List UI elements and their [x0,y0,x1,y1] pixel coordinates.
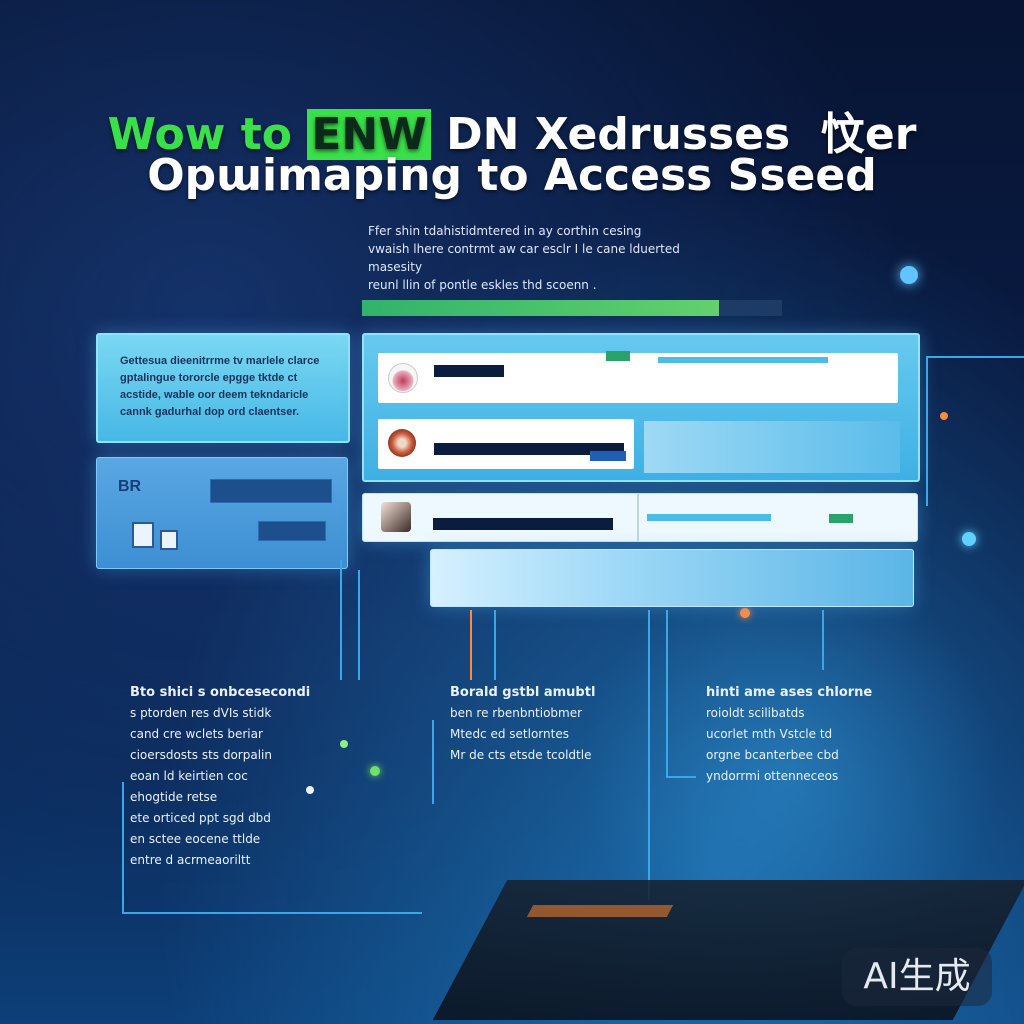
row-title-bar [434,443,624,455]
intro-line: vwaish lhere contrmt aw car esclr I le c… [368,242,680,274]
info-panel: Gettesua dieenitrrme tv marlele clarce g… [96,333,350,443]
info-panel-text: Gettesua dieenitrrme tv marlele clarce g… [120,353,330,421]
intro-text: Ffer shin tdahistidmtered in ay corthin … [368,222,728,294]
row-tag [606,351,630,361]
list-row[interactable] [362,493,918,542]
ai-generated-watermark: AI生成 [842,948,992,1006]
info-line: cannk gadurhal dop ord claentser. [120,406,300,418]
text-block-heading: Bto shici s onbcesecondi [130,685,311,700]
info-line: gptalingue tororcle epgge tktde ct [120,372,298,384]
row-divider [637,494,639,541]
headline-line-2: Opɯimaping to Access Sseed [147,150,877,201]
info-line: acstide, wable oor deem tekndaricle [120,389,309,401]
avatar [388,429,416,457]
keyboard-light-strip [526,905,674,917]
text-block-line: Mtedc ed setlorntes [450,727,569,741]
connector-line [666,610,668,776]
text-block-heading: hinti ame ases chlorne [706,685,873,700]
connector-line [648,610,650,900]
text-block-line: s ptorden res dVIs stidk [130,706,272,720]
connector-line [666,776,696,778]
connector-line [340,560,342,680]
connector-line [926,356,928,506]
text-block-line: ucorlet mth Vstcle td [706,727,833,741]
connector-line [122,912,422,914]
text-block-line: ehogtide retse [130,790,218,804]
avatar [381,502,411,532]
avatar [388,363,418,393]
connector-line [822,610,824,670]
list-row[interactable] [378,351,898,403]
intro-line: reunl llin of pontle eskles thd scoenn . [368,278,597,292]
text-block-line: ben re rbenbntiobmer [450,706,583,720]
text-block-2: Borald gstbl amubtl ben re rbenbntiobmer… [450,682,595,766]
intro-line: Ffer shin tdahistidmtered in ay corthin … [368,224,642,238]
login-panel-label: BR [118,478,142,495]
headline-badge: ENW [307,109,431,160]
connector-line [358,570,360,680]
connector-line [122,782,124,912]
progress-bar [362,300,782,316]
text-block-line: eoan ld keirtien coc [130,769,248,783]
text-block-line: Mr de cts etsde tcoldtle [450,748,592,762]
info-line: Gettesua dieenitrrme tv marlele clarce [120,355,320,367]
list-row[interactable] [378,419,634,469]
row-title-bar [434,365,504,377]
text-block-3: hinti ame ases chlorne roioldt scilibatd… [706,682,872,787]
document-icon [132,522,154,548]
node-dot [340,740,348,748]
progress-fill [362,300,719,316]
text-block-line: cand cre wclets beriar [130,727,263,741]
row-progress-bar [658,357,828,363]
headline-white-text: DN Xedrusses 忟er [446,109,917,160]
node-dot [940,412,948,420]
node-dot [306,786,314,794]
node-dot [900,266,918,284]
node-dot [962,532,976,546]
results-list-panel [362,333,920,482]
connector-line [926,356,1024,358]
row-tag [829,514,853,523]
node-dot [370,766,380,776]
username-field[interactable] [210,479,332,503]
text-block-line: entre d acrmeaoriltt [130,853,251,867]
text-block-1: Bto shici s onbcesecondi s ptorden res d… [130,682,310,871]
row-preview-block [644,421,900,473]
row-title-bar [433,518,613,530]
connector-line [432,720,434,804]
text-block-line: roioldt scilibatds [706,706,805,720]
login-panel [96,457,348,569]
headline-line-1: Wow to ENW DN Xedrusses 忟er [0,98,1024,162]
headline-green-text: Wow to [107,109,292,160]
search-bar[interactable] [430,549,914,607]
node-dot [740,608,750,618]
connector-line [470,610,472,680]
row-tag [590,451,626,461]
connector-line [494,610,496,680]
text-block-line: en sctee eocene ttlde [130,832,261,846]
password-field[interactable] [258,521,326,541]
row-progress-bar [647,514,771,521]
text-block-line: yndorrmi ottenneceos [706,769,839,783]
text-block-heading: Borald gstbl amubtl [450,685,596,700]
text-block-line: ete orticed ppt sgd dbd [130,811,271,825]
text-block-line: cioersdosts sts dorpalin [130,748,272,762]
text-block-line: orgne bcanterbee cbd [706,748,839,762]
folder-icon [160,530,178,550]
